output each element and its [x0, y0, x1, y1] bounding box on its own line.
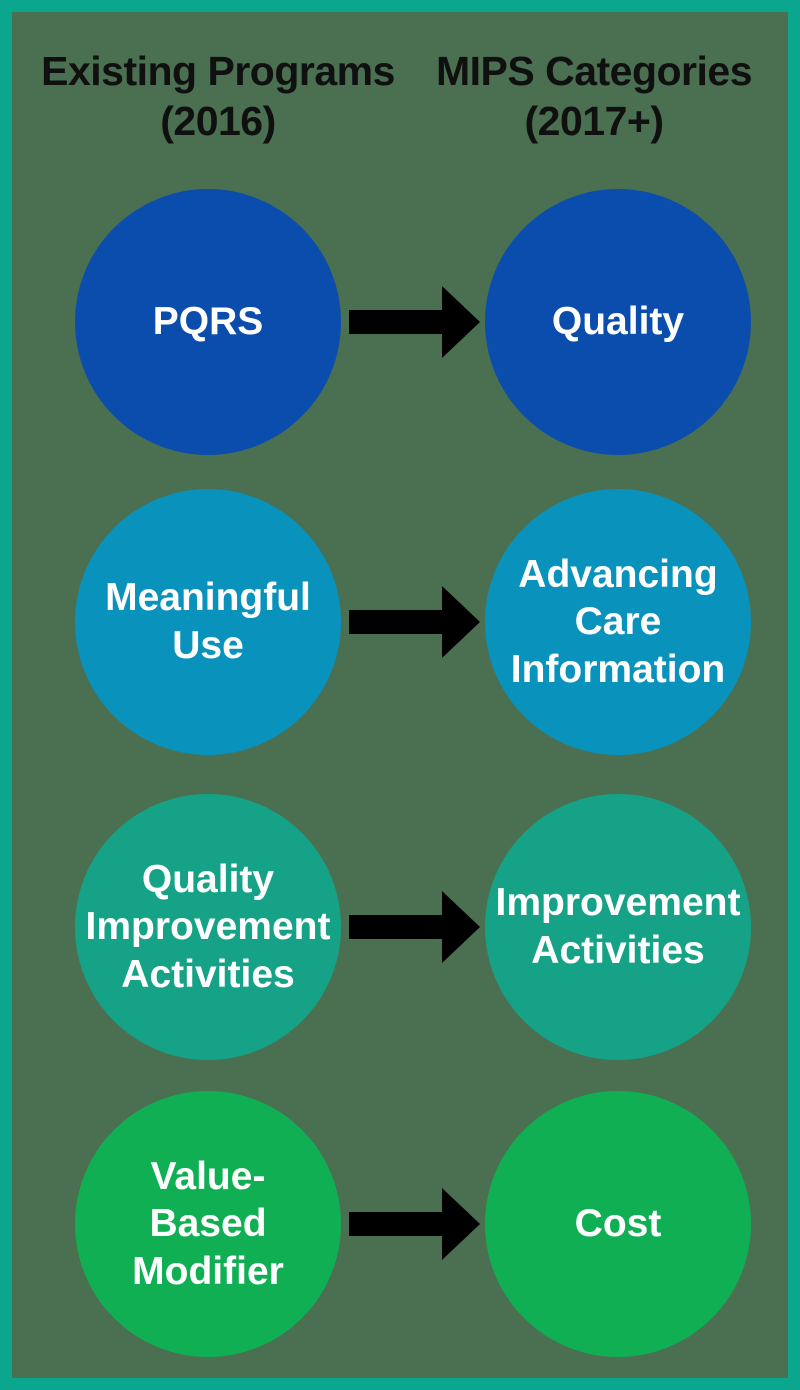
meaningful-use-label: Meaningful Use	[105, 576, 311, 667]
quality-improvement-activities-circle: Quality Improvement Activities	[75, 794, 341, 1060]
existing-programs-heading: Existing Programs (2016)	[41, 48, 395, 144]
mips-categories-heading: MIPS Categories (2017+)	[435, 48, 753, 144]
arrow-shaft	[349, 1212, 443, 1236]
improvement-activities-circle: Improvement Activities	[485, 794, 751, 1060]
advancing-care-information-label: Advancing Care Information	[510, 552, 726, 691]
cost-circle: Cost	[485, 1091, 751, 1357]
arrow-head	[442, 891, 480, 963]
pqrs-label: PQRS	[152, 300, 264, 344]
improvement-activities-label: Improvement Activities	[495, 881, 741, 972]
quality-label: Quality	[551, 300, 685, 344]
arrow-right-icon	[349, 1188, 480, 1260]
pqrs-circle: PQRS	[75, 189, 341, 455]
arrow-shaft	[349, 610, 443, 634]
value-based-modifier-circle: Value- Based Modifier	[75, 1091, 341, 1357]
quality-improvement-activities-label: Quality Improvement Activities	[85, 857, 331, 996]
arrow-shaft	[349, 310, 443, 334]
advancing-care-information-circle: Advancing Care Information	[485, 489, 751, 755]
quality-circle: Quality	[485, 189, 751, 455]
arrow-right-icon	[349, 286, 480, 358]
value-based-modifier-label: Value- Based Modifier	[132, 1154, 284, 1293]
arrow-right-icon	[349, 891, 480, 963]
arrow-head	[442, 286, 480, 358]
meaningful-use-circle: Meaningful Use	[75, 489, 341, 755]
arrow-head	[442, 1188, 480, 1260]
cost-label: Cost	[574, 1202, 662, 1246]
arrow-head	[442, 586, 480, 658]
arrow-right-icon	[349, 586, 480, 658]
arrow-shaft	[349, 915, 443, 939]
